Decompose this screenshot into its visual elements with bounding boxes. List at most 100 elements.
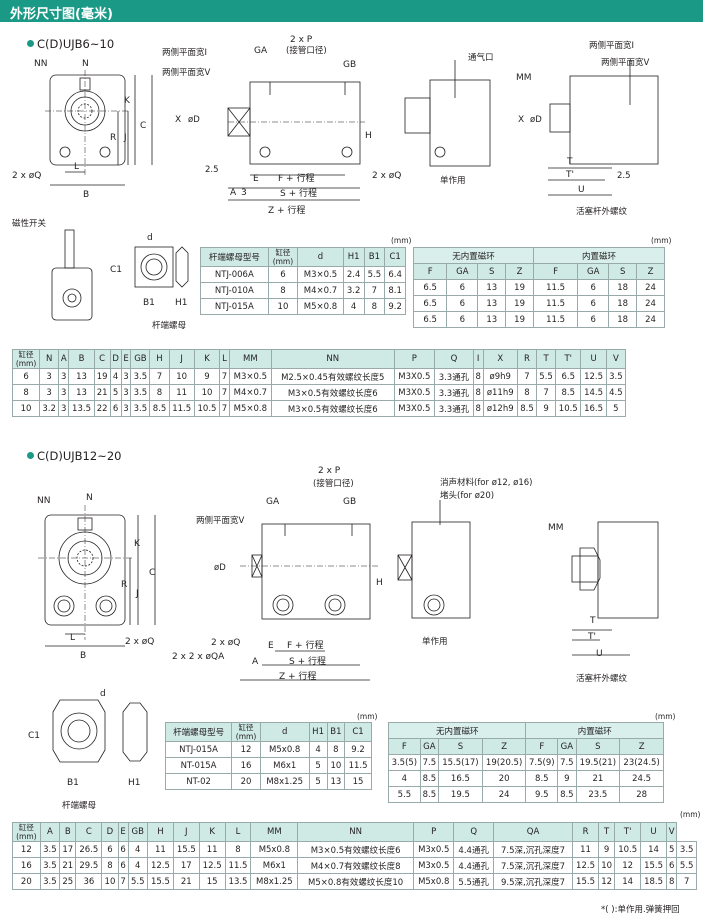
- table-cell: 7: [676, 873, 697, 890]
- table-cell: 5.5: [388, 786, 421, 803]
- table-cell: M4×0.7有效螺纹长度8: [297, 857, 414, 874]
- table-cell: 23(24.5): [619, 754, 664, 771]
- table-header-cell: H1: [308, 722, 328, 742]
- section1-drawings: NN N K C J R 2 x øQ L B 两侧平面宽I 两侧平面宽V GA…: [12, 35, 659, 331]
- single-acting-view-1: [404, 60, 491, 167]
- q2b-label-2: 2 x øQ: [211, 638, 240, 648]
- table-cell: M3x0.5: [412, 857, 455, 874]
- l-label-2: L: [70, 633, 75, 643]
- table-header-cell: d: [259, 722, 310, 742]
- table-header-cell: MM: [228, 349, 272, 369]
- p2-sub-label: (接管口径): [286, 45, 327, 56]
- side-view-2: [240, 523, 380, 681]
- flat-v2-label: 两侧平面宽V: [601, 57, 650, 68]
- table-cell: 13.5: [68, 400, 95, 417]
- table-cell: 20: [231, 773, 261, 790]
- table-cell: 19.5(21): [575, 754, 621, 771]
- sensor-label: 磁性开关: [12, 218, 47, 229]
- table-cell: M5x0.8: [259, 741, 310, 758]
- table-header-cell: R: [572, 822, 599, 842]
- table-cell: 7: [117, 873, 129, 890]
- table-cell: 12.5: [198, 857, 226, 874]
- table-cell: 3.5: [39, 841, 61, 858]
- table-header-cell: V: [665, 822, 678, 842]
- table-cell: M6x1: [259, 757, 310, 774]
- front-view-2: [38, 505, 156, 647]
- page-title: 外形尺寸图(毫米): [10, 7, 113, 22]
- nut-d-label: d: [147, 233, 153, 243]
- table-cell: 3.5: [676, 841, 697, 858]
- table-cell: 14: [614, 873, 642, 890]
- table-header-cell: P: [393, 349, 436, 369]
- table-cell: NT-02: [164, 773, 233, 790]
- table-cell: 6: [577, 311, 610, 328]
- table-cell: 18: [608, 311, 638, 328]
- od2-label: øD: [530, 115, 542, 125]
- table-header-cell: NN: [270, 349, 395, 369]
- table-cell: 10.5: [614, 841, 642, 858]
- table-cell: 7.5: [419, 754, 440, 771]
- table-cell: 21: [172, 873, 200, 890]
- table-header-cell: S: [438, 738, 483, 755]
- z-stroke-label-2: Z + 行程: [279, 670, 316, 682]
- table-header-cell: T': [614, 822, 642, 842]
- table-cell: 3.3通孔: [434, 400, 474, 417]
- section2-title: C(D)UJB12~20: [27, 449, 121, 463]
- table-header-cell: B1: [363, 247, 386, 267]
- nn-label-2: NN: [37, 496, 50, 506]
- table-cell: 5: [308, 773, 328, 790]
- table-cell: 23.5: [575, 786, 621, 803]
- table-cell: 13.5: [224, 873, 252, 890]
- vent-label: 通气口: [468, 52, 494, 63]
- unit-label: (mm): [357, 712, 378, 721]
- flat-i2-label: 两侧平面宽I: [589, 40, 634, 51]
- table-cell: 25: [59, 873, 77, 890]
- unit-label: (mm): [655, 712, 676, 721]
- table-cell: 20: [481, 770, 527, 787]
- table-cell: 15: [344, 773, 372, 790]
- flat-v-label: 两侧平面宽V: [162, 67, 211, 78]
- table-header-cell: GB: [130, 349, 151, 369]
- s3-label: 3: [241, 188, 247, 198]
- table-cell: M3X0.5: [393, 400, 436, 417]
- mm-label: MM: [516, 73, 532, 83]
- h-label: H: [365, 131, 372, 141]
- table-cell: 15.5: [172, 841, 200, 858]
- table-cell: 4: [308, 741, 328, 758]
- table-header-cell: V: [605, 349, 627, 369]
- page-header: 外形尺寸图(毫米): [0, 0, 703, 22]
- table-header-cell: F: [533, 263, 579, 280]
- table-cell: 8: [224, 841, 252, 858]
- nut-h1-label: H1: [175, 298, 188, 308]
- table-cell: 9.2: [344, 741, 372, 758]
- table-header-cell: 缸径(mm): [231, 722, 261, 742]
- table-cell: 8: [326, 741, 346, 758]
- table-cell: 15.5: [572, 873, 599, 890]
- table-cell: 10: [101, 873, 119, 890]
- table-header-cell: L: [224, 822, 252, 842]
- table-cell: M3×0.5有效螺纹长度6: [297, 841, 414, 858]
- front-view-1: [45, 70, 153, 186]
- table-header-cell: QA: [492, 822, 574, 842]
- table-cell: 5: [109, 384, 122, 401]
- table-cell: 6.5: [412, 311, 448, 328]
- table-cell: 24: [636, 311, 665, 328]
- table-cell: 17: [172, 857, 200, 874]
- table-cell: 9.2: [384, 298, 406, 315]
- table-header-cell: E: [117, 822, 129, 842]
- table-header-cell: D: [101, 822, 119, 842]
- table-header-cell: 杆端螺母型号: [164, 722, 233, 742]
- b-label-2: B: [80, 651, 86, 661]
- table-cell: 7.5深,沉孔深度7: [492, 841, 574, 858]
- table-cell: 10: [326, 757, 346, 774]
